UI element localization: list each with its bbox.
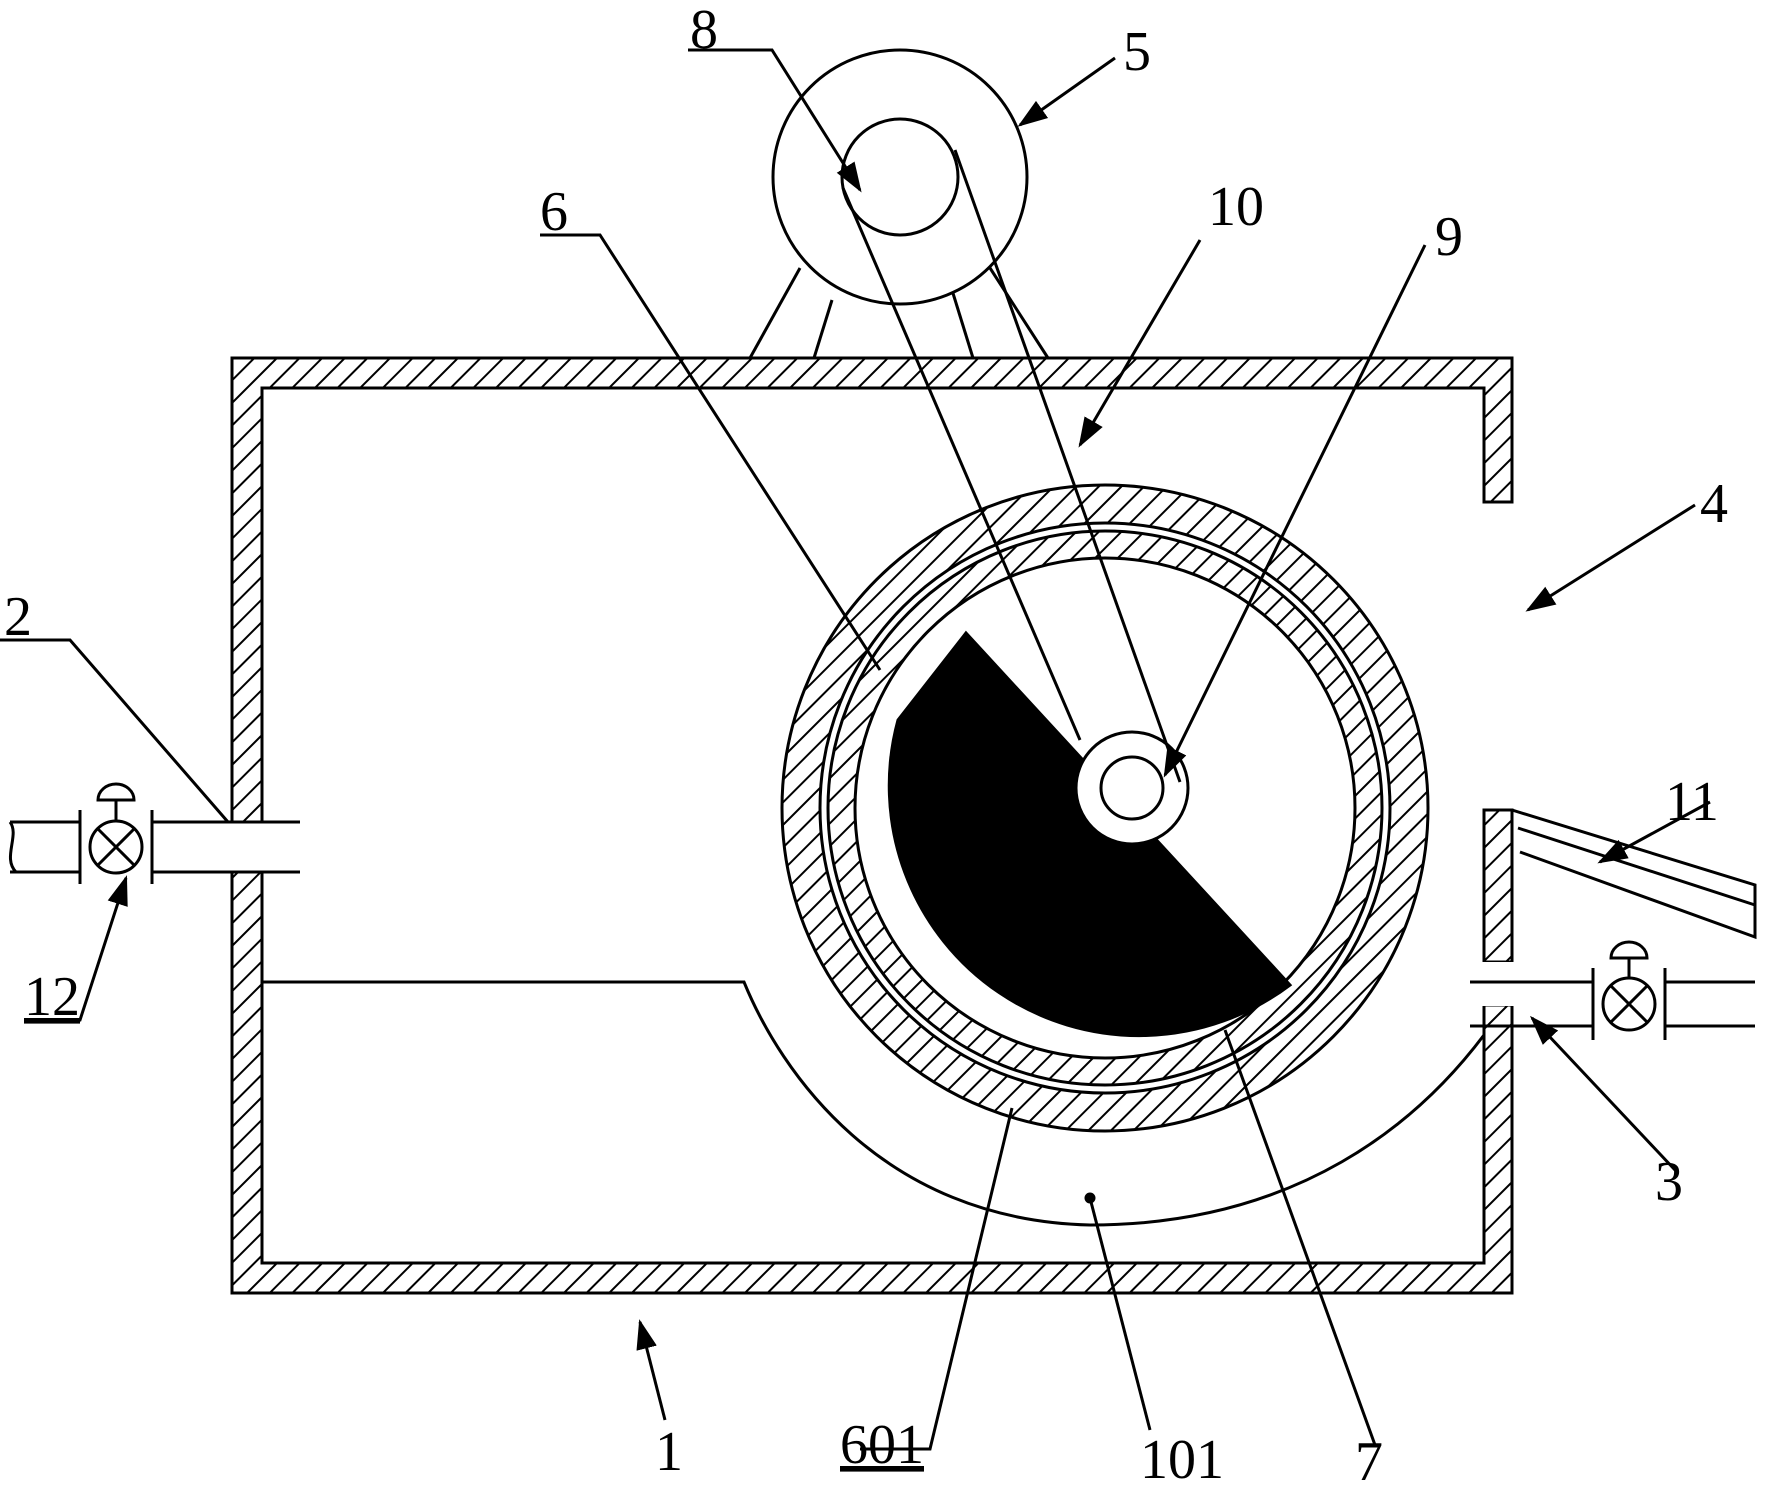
label-10: 10 (1208, 176, 1264, 238)
label-601: 601 (840, 1414, 924, 1476)
discharge-chute (1511, 808, 1757, 940)
outlet-pipe (1470, 940, 1755, 1040)
label-8: 8 (690, 0, 718, 61)
solid-segment (887, 630, 1293, 1037)
leader-lines (0, 48, 1711, 1451)
label-1: 1 (655, 1421, 683, 1483)
inlet-pipe (8, 782, 300, 884)
tank-body (228, 356, 1520, 1295)
label-7: 7 (1355, 1431, 1383, 1489)
labels: 8 5 6 10 9 4 2 11 12 3 1 601 101 7 (4, 0, 1728, 1489)
label-11: 11 (1665, 771, 1719, 833)
label-12: 12 (24, 966, 80, 1028)
label-101: 101 (1140, 1429, 1224, 1489)
motor-pulley (748, 48, 1050, 359)
label-6: 6 (540, 181, 568, 243)
chamber-contour (262, 980, 1486, 1227)
drive-belt (841, 149, 1182, 783)
label-9: 9 (1435, 206, 1463, 268)
label-5: 5 (1123, 21, 1151, 83)
label-2: 2 (4, 586, 32, 648)
hub (1074, 730, 1190, 846)
label-4: 4 (1700, 473, 1728, 535)
label-3: 3 (1655, 1151, 1683, 1213)
